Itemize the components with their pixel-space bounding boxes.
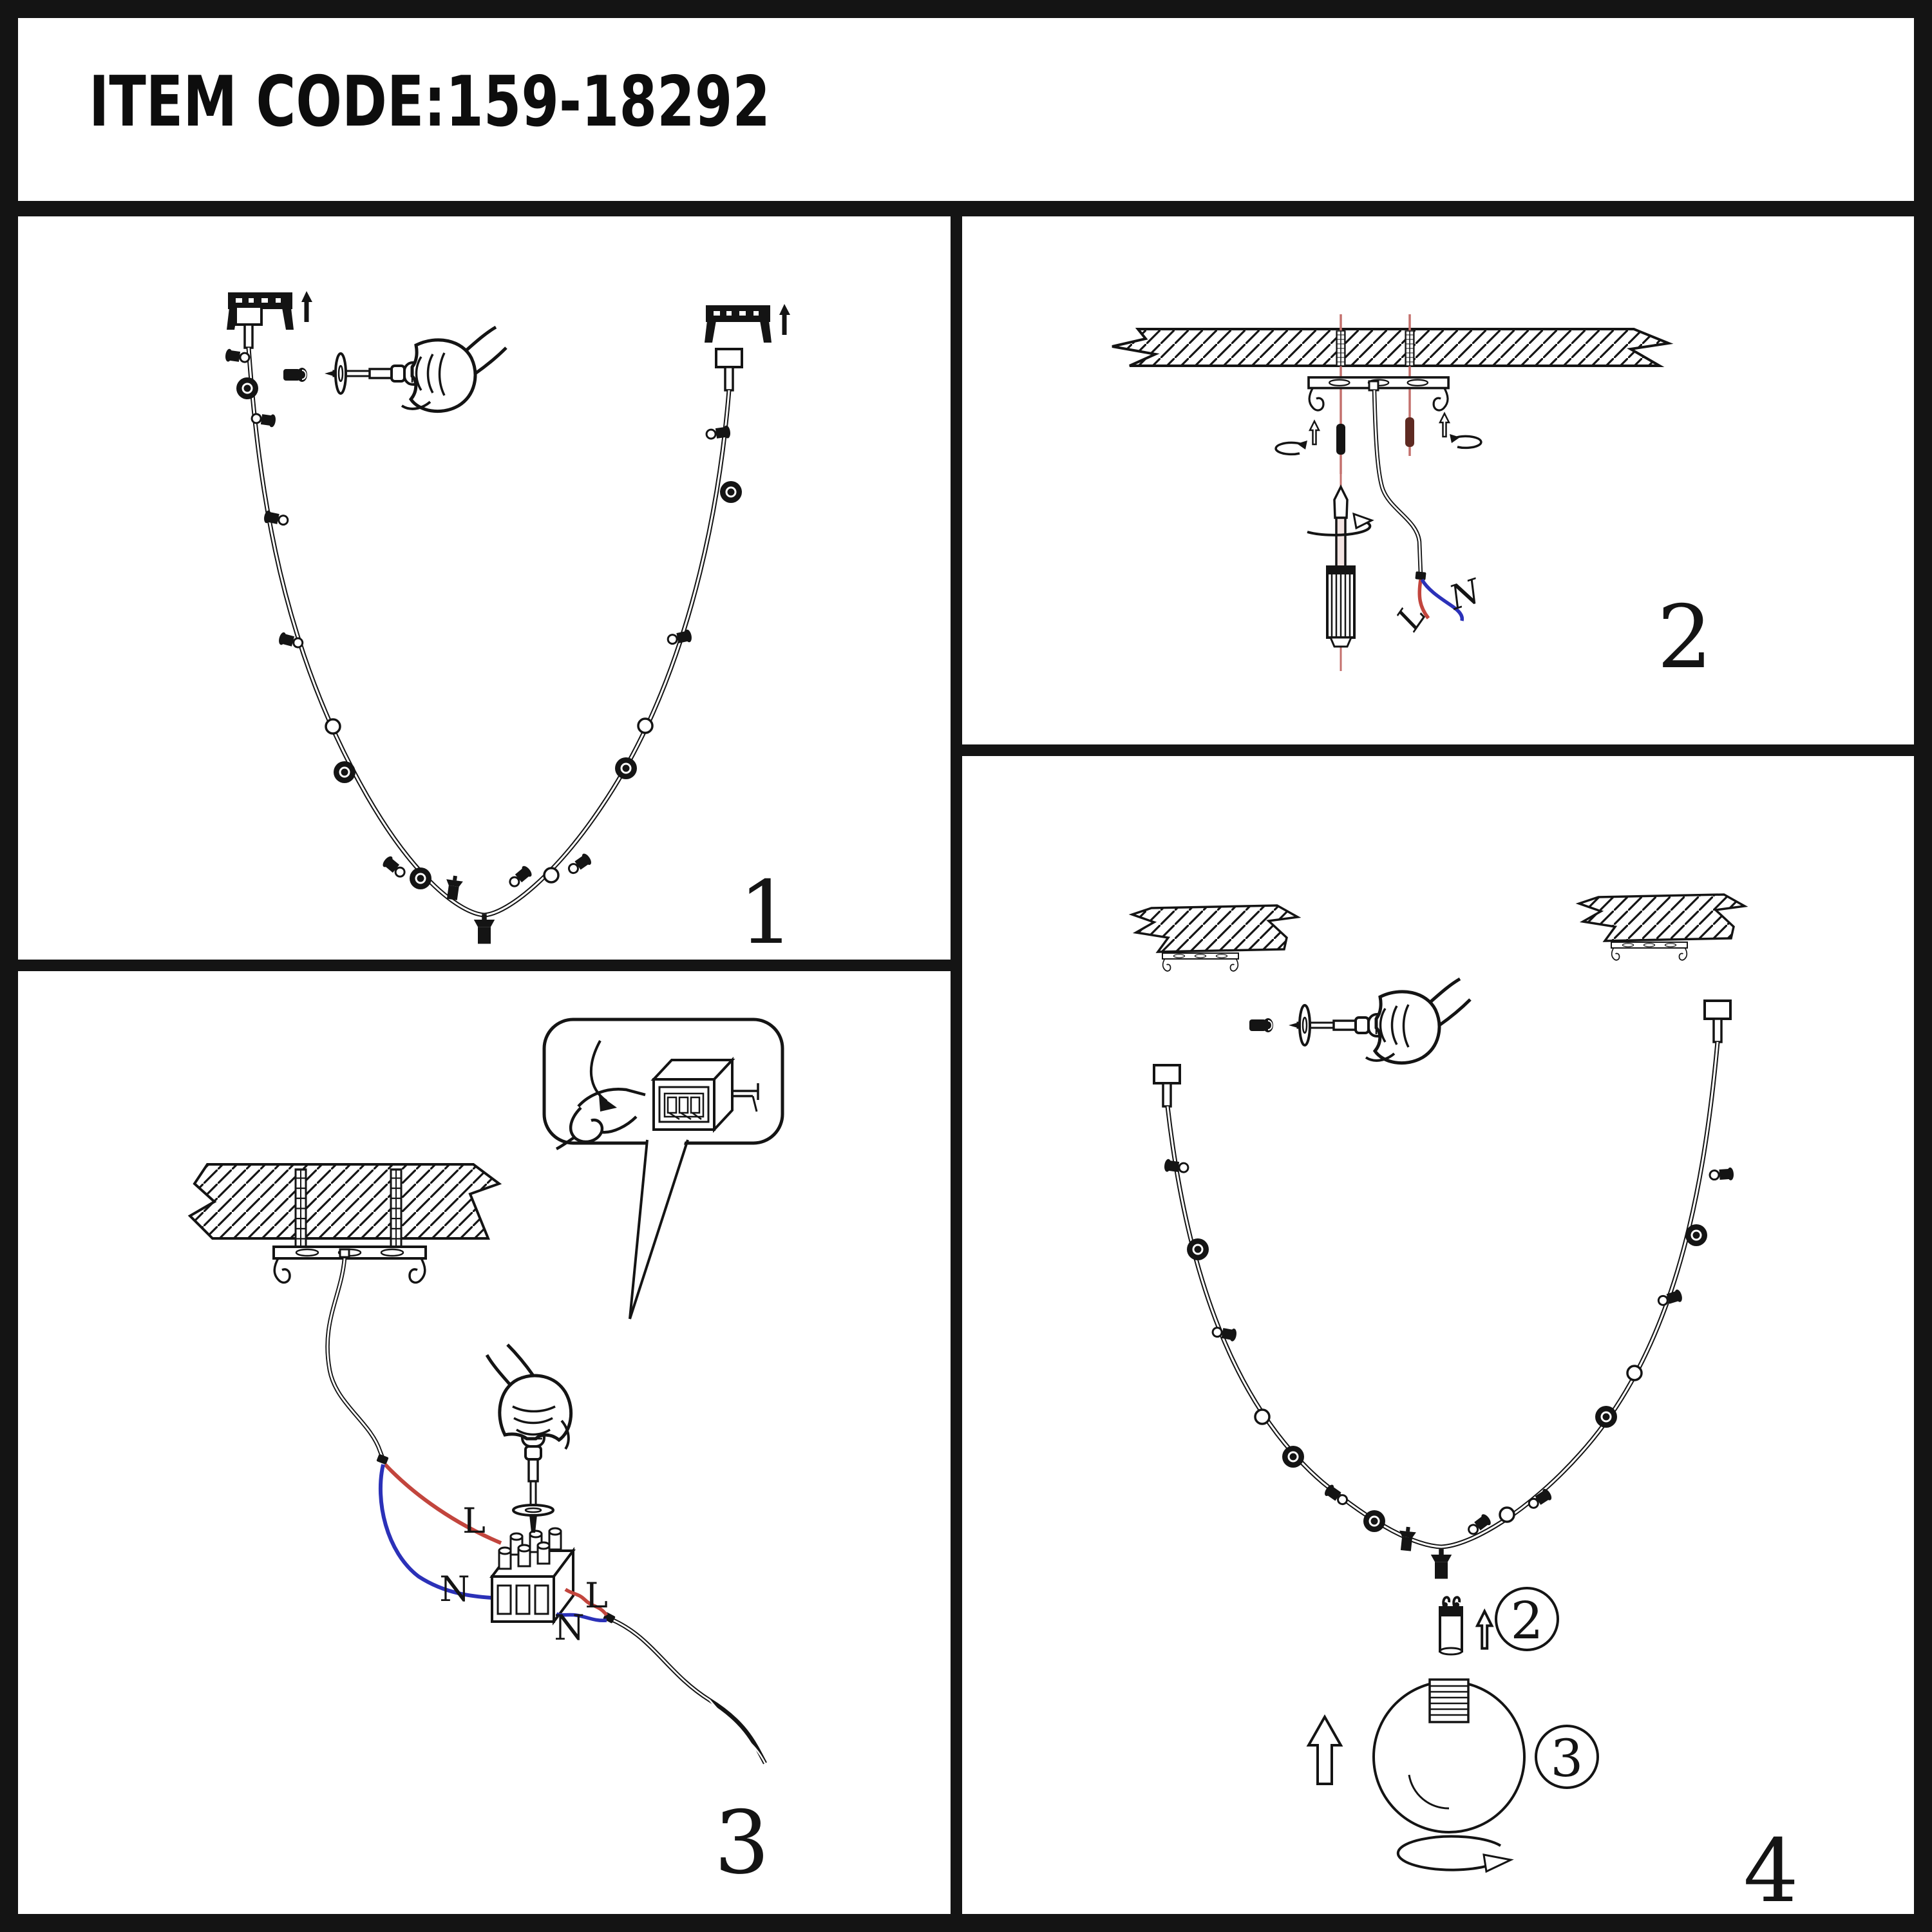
vertical-divider bbox=[951, 216, 962, 1914]
panel-step3: L N bbox=[187, 1018, 784, 1893]
power-cord: L N bbox=[1372, 390, 1486, 638]
up-arrow-icon bbox=[1477, 1611, 1492, 1649]
screwdriver-hand-icon bbox=[487, 1345, 571, 1526]
live-wire bbox=[564, 1587, 609, 1616]
screwdriver-hand-icon bbox=[325, 327, 506, 412]
terminal-screws bbox=[498, 1527, 562, 1570]
mounting-bracket-icon bbox=[1611, 942, 1688, 961]
step-number: 4 bbox=[1743, 1821, 1799, 1922]
canopy-icon bbox=[715, 348, 743, 392]
screw-icon bbox=[1249, 1018, 1274, 1033]
g9-bulb-icon bbox=[1439, 1596, 1463, 1656]
screw-icon bbox=[283, 367, 308, 383]
neutral-wire bbox=[555, 1612, 607, 1623]
svg-text:2: 2 bbox=[1511, 1591, 1544, 1651]
mains-neutral-label: N bbox=[439, 1569, 469, 1609]
screw-icon bbox=[1405, 412, 1482, 450]
callout-bubble bbox=[542, 1018, 784, 1320]
ceiling-section bbox=[187, 1163, 502, 1240]
terminal-block-icon bbox=[489, 1527, 576, 1625]
lamp-socket-icons bbox=[223, 347, 743, 944]
rotate-arrow-icon bbox=[1274, 439, 1309, 456]
fixture-live-label: L bbox=[585, 1575, 608, 1616]
rotate-arrow-icon bbox=[1307, 519, 1372, 536]
threaded-rod-icon bbox=[1307, 474, 1374, 671]
wall-anchor-icon bbox=[1336, 330, 1346, 367]
screw-icon bbox=[1274, 420, 1345, 456]
canopy-icon bbox=[1703, 999, 1732, 1043]
panel-step4: 2 3 4 bbox=[1128, 893, 1799, 1922]
live-wire bbox=[383, 1463, 502, 1545]
panel-step1: 1 bbox=[223, 291, 794, 963]
live-wire bbox=[1417, 579, 1430, 620]
fixture-neutral-label: N bbox=[554, 1607, 584, 1648]
ceiling-section bbox=[1112, 328, 1674, 367]
step-number: 1 bbox=[739, 862, 794, 963]
ceiling-section bbox=[1128, 904, 1302, 972]
ceiling-section bbox=[1575, 893, 1748, 961]
wall-anchor-icon bbox=[1405, 330, 1415, 367]
neutral-wire bbox=[1420, 578, 1464, 621]
circled-step-2: 2 bbox=[1495, 1587, 1559, 1651]
canopy-icon bbox=[1153, 1064, 1181, 1108]
header-separator bbox=[18, 201, 1914, 216]
panel-step2: L N 2 bbox=[1112, 314, 1712, 688]
rotate-arrow-icon bbox=[1448, 433, 1482, 450]
fixture-cord: L N bbox=[554, 1575, 767, 1765]
string-light-cable bbox=[223, 305, 743, 944]
up-arrow-icon bbox=[1309, 420, 1320, 446]
mounting-bracket-icon bbox=[1162, 952, 1239, 972]
circled-step-3: 3 bbox=[1535, 1725, 1599, 1789]
mounting-bracket-icon bbox=[1307, 376, 1450, 412]
right-horizontal-divider bbox=[962, 744, 1914, 756]
rotate-arrow-icon bbox=[1396, 1835, 1514, 1873]
up-arrow-icon bbox=[1307, 1716, 1342, 1785]
screwdriver-hand-icon bbox=[1289, 979, 1470, 1063]
push-connector-box-icon bbox=[650, 1056, 759, 1133]
pinch-hand-icon bbox=[555, 1088, 646, 1151]
lamp-socket-icons bbox=[1162, 1157, 1736, 1579]
neutral-wire bbox=[378, 1464, 503, 1600]
mains-live-label: L bbox=[462, 1501, 486, 1541]
up-arrow-icon bbox=[1439, 412, 1450, 438]
step-number: 2 bbox=[1657, 587, 1712, 688]
live-wire-label: L bbox=[1389, 597, 1434, 638]
canopy-icon bbox=[234, 305, 263, 349]
power-cord: L N bbox=[325, 1258, 503, 1609]
step-number: 3 bbox=[714, 1792, 770, 1893]
item-code: ITEM CODE:159-18292 bbox=[89, 62, 770, 142]
glass-globe-icon bbox=[1372, 1678, 1526, 1833]
ceiling-bracket-icon bbox=[705, 304, 790, 343]
wall-anchor-icon bbox=[294, 1168, 307, 1249]
left-horizontal-divider bbox=[18, 960, 951, 971]
string-light-cable bbox=[1153, 999, 1736, 1579]
svg-text:3: 3 bbox=[1551, 1728, 1584, 1788]
mounting-bracket-icon bbox=[272, 1245, 427, 1284]
neutral-wire-label: N bbox=[1444, 572, 1486, 618]
wall-anchor-icon bbox=[390, 1168, 402, 1249]
